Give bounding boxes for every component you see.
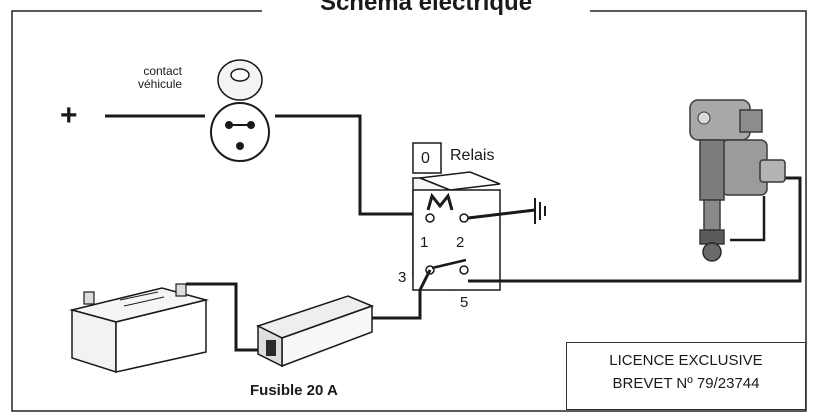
- fuse-holder-icon: [256, 295, 375, 368]
- valve-return-wire: [730, 196, 766, 242]
- relay-coil-icon: [426, 192, 454, 211]
- ignition-label-line1: contact: [143, 64, 183, 78]
- battery-icon: [69, 283, 209, 374]
- relay-label: Relais: [450, 147, 495, 164]
- licence-line-1: LICENCE EXCLUSIVE: [609, 352, 763, 369]
- fuse-relay-wire: [372, 269, 432, 320]
- relay-tab-number: 0: [421, 150, 430, 167]
- ignition-relay-wire: [275, 114, 420, 216]
- relay-valve-wire: [468, 176, 802, 283]
- ignition-label: contact véhicule: [138, 65, 182, 91]
- ground-wire: [467, 208, 536, 220]
- fuse-label: Fusible 20 A: [250, 382, 338, 399]
- ground-icon: [534, 198, 546, 224]
- relay-pin-3-label: 3: [398, 269, 407, 286]
- licence-line-2: BREVET Nº 79/23744: [612, 375, 760, 392]
- battery-fuse-wire: [186, 282, 262, 352]
- diagram-title: Schéma électrique: [262, 0, 590, 15]
- licence-box: LICENCE EXCLUSIVE BREVET Nº 79/23744: [566, 342, 806, 410]
- relay-pin-5-label: 5: [460, 294, 469, 311]
- relay-pin-1-label: 1: [420, 234, 429, 251]
- solenoid-valve-icon: [689, 99, 786, 262]
- ignition-key-icon: [210, 59, 270, 162]
- ignition-label-line2: véhicule: [138, 77, 183, 91]
- relay-pin-2-label: 2: [456, 234, 465, 251]
- supply-plus-label: +: [60, 99, 78, 132]
